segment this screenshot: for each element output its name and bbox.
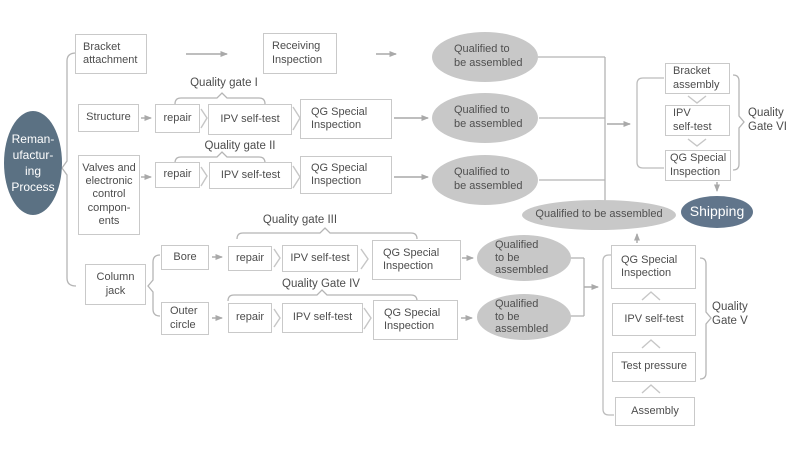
node-ipv-self-test-bore: IPV self-test: [282, 245, 358, 272]
label-quality-gate-2: Quality gate II: [204, 140, 276, 152]
node-qg-special-inspection-outer: QG Special Inspection: [373, 300, 458, 340]
node-qualified-d: Qualified to be assembled: [477, 235, 571, 281]
node-repair-bore: repair: [228, 246, 272, 271]
chevron-right-icon: [273, 248, 281, 268]
node-qualified-e: Qualified to be assembled: [477, 294, 571, 340]
bracket-gate6-group: [636, 77, 664, 169]
chevron-right-icon: [360, 248, 369, 270]
node-structure: Structure: [78, 104, 139, 132]
node-ipv-self-test-valves: IPV self-test: [209, 162, 292, 189]
node-ipv-self-test-gate5: IPV self-test: [612, 303, 696, 336]
node-qg-special-inspection-valves: QG Special Inspection: [300, 156, 392, 194]
node-qg-special-inspection-structure: QG Special Inspection: [300, 99, 392, 139]
chevron-right-icon: [273, 308, 281, 328]
node-valves-components: Valves and electronic control compon- en…: [78, 155, 140, 235]
chevron-up-icon: [641, 339, 661, 349]
label-quality-gate-3: Quality gate III: [262, 214, 338, 226]
node-qualified-c: Qualified to be assembled: [432, 155, 538, 205]
node-remanufacturing-process: Reman- ufactur- ing Process: [4, 111, 62, 215]
node-bracket-attachment: Bracket attachment: [75, 34, 147, 74]
node-repair-structure: repair: [155, 104, 200, 133]
chevron-up-icon: [641, 291, 661, 301]
bracket-gate5-group: [602, 254, 614, 416]
chevron-right-icon: [292, 106, 301, 131]
node-test-pressure: Test pressure: [612, 352, 696, 382]
label-quality-gate-5: Quality Gate V: [712, 301, 748, 328]
brace-quality-gate-6: [732, 74, 745, 171]
brace-column-jack-group: [147, 254, 161, 317]
chevron-right-icon: [363, 307, 372, 330]
brace-quality-gate-2: [174, 151, 266, 164]
node-outer-circle: Outer circle: [161, 302, 209, 335]
node-qualified-a: Qualified to be assembled: [432, 32, 538, 82]
node-bracket-assembly: Bracket assembly: [665, 63, 730, 94]
node-ipv-self-test-gate6: IPV self-test: [665, 105, 730, 136]
node-ipv-self-test-outer: IPV self-test: [282, 303, 363, 333]
chevron-right-icon: [292, 165, 301, 189]
node-qualified-final: Qualified to be assembled: [522, 200, 676, 230]
node-qg-special-inspection-bore: QG Special Inspection: [372, 240, 461, 280]
node-qg-special-inspection-gate5: QG Special Inspection: [611, 245, 696, 289]
brace-quality-gate-5: [699, 257, 712, 380]
chevron-right-icon: [200, 166, 208, 187]
node-repair-valves: repair: [155, 162, 200, 188]
label-quality-gate-6: Quality Gate VI: [748, 107, 787, 134]
node-qualified-b: Qualified to be assembled: [432, 93, 538, 143]
node-bore: Bore: [161, 245, 209, 270]
brace-process-group: [61, 52, 77, 287]
brace-quality-gate-3: [236, 227, 418, 240]
node-receiving-inspection: Receiving Inspection: [263, 33, 337, 74]
node-column-jack: Column jack: [85, 264, 146, 305]
node-ipv-self-test-structure: IPV self-test: [208, 104, 292, 135]
label-quality-gate-4: Quality Gate IV: [282, 278, 360, 290]
chevron-up-icon: [641, 384, 661, 394]
chevron-right-icon: [200, 108, 208, 129]
node-shipping: Shipping: [681, 196, 753, 228]
node-repair-outer: repair: [228, 303, 272, 333]
brace-quality-gate-4: [227, 289, 418, 302]
node-qg-special-inspection-gate6: QG Special Inspection: [665, 150, 731, 181]
chevron-down-icon: [687, 95, 707, 104]
brace-quality-gate-1: [174, 92, 266, 105]
chevron-down-icon: [687, 138, 707, 147]
node-assembly: Assembly: [615, 397, 695, 426]
label-quality-gate-1: Quality gate I: [190, 77, 258, 89]
